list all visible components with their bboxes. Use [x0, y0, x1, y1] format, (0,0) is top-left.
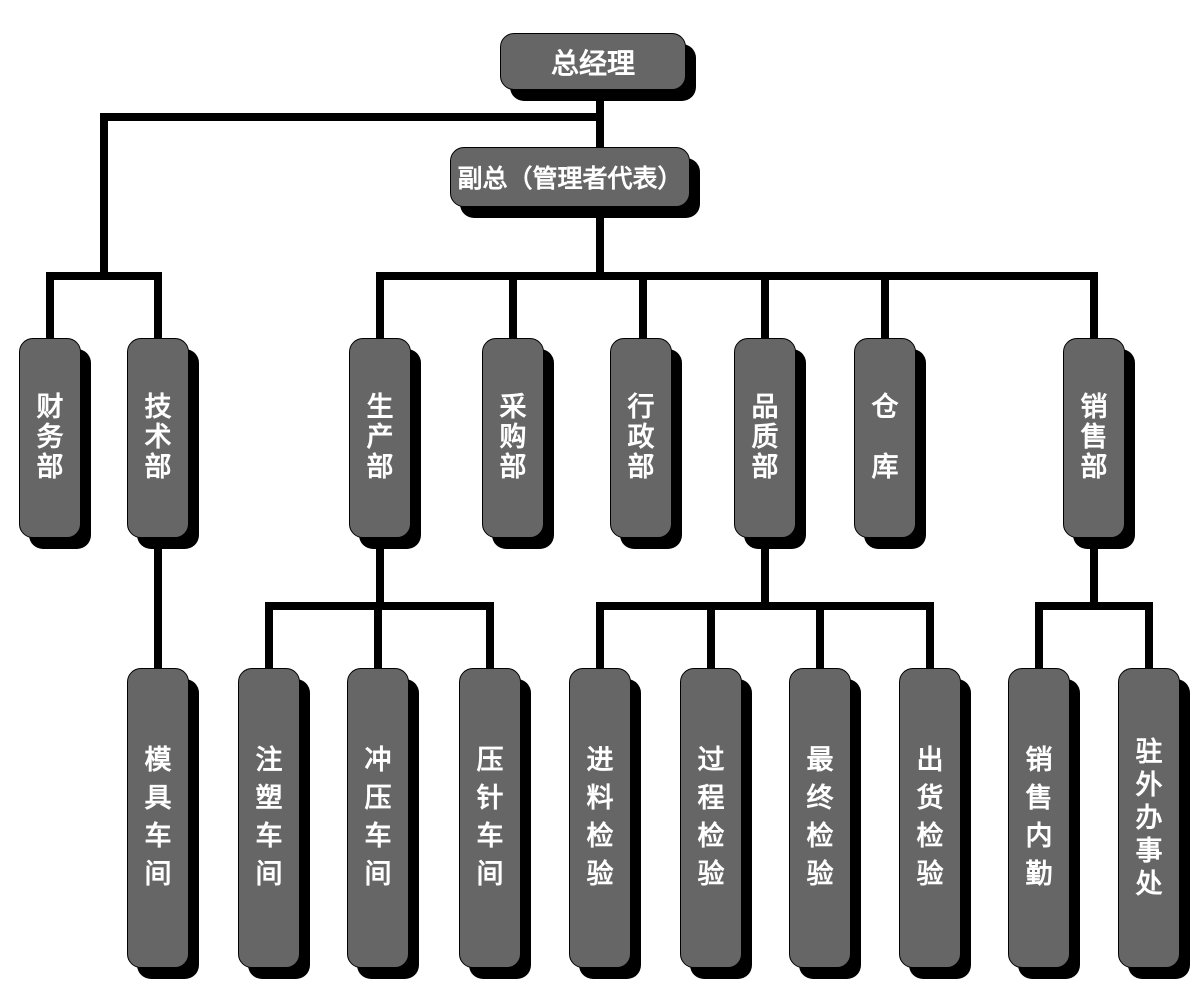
connector-purchasing-drop: [509, 272, 517, 338]
connector-quality-children-horizontal: [596, 602, 934, 610]
connector-finance-tech-split-horizontal: [46, 272, 162, 280]
connector-warehouse-drop: [881, 272, 889, 338]
org-node-mold-workshop: 模具车间: [127, 668, 189, 968]
org-node-injection-workshop: 注塑车间: [238, 668, 300, 968]
org-node-label-warehouse: 仓库: [871, 392, 899, 483]
org-node-label-outgoing-inspection: 出货检验: [916, 745, 944, 890]
org-node-label-process-inspection: 过程检验: [697, 745, 725, 890]
connector-outgoing-drop: [926, 602, 934, 668]
org-node-label-vp: 副总（管理者代表）: [457, 164, 683, 193]
connector-quality-drop: [761, 272, 769, 338]
connector-injection-drop: [265, 602, 273, 668]
org-node-purchasing: 采购部: [482, 338, 544, 538]
org-node-label-sales: 销售部: [1080, 392, 1108, 483]
org-node-label-mold-workshop: 模具车间: [144, 745, 172, 890]
connector-branch-offices-drop: [1145, 602, 1153, 668]
connector-stamping-drop: [374, 602, 382, 668]
connector-sales-drop: [1090, 272, 1098, 338]
connector-left-branch-vertical: [100, 113, 108, 280]
org-node-sales: 销售部: [1063, 338, 1125, 538]
connector-production-stem: [376, 538, 384, 610]
org-node-label-incoming-inspection: 进料检验: [586, 745, 614, 890]
connector-final-drop: [816, 602, 824, 668]
org-node-tech: 技术部: [127, 338, 189, 538]
connector-sales-stem: [1090, 538, 1098, 610]
org-node-admin: 行政部: [610, 338, 672, 538]
org-node-label-quality: 品质部: [751, 392, 779, 483]
org-node-label-branch-offices: 驻外办事处: [1135, 736, 1163, 900]
connector-ceo-left-branch-horizontal: [100, 113, 604, 121]
connector-quality-stem: [761, 538, 769, 610]
connector-pin-press-drop: [486, 602, 494, 668]
org-node-stamping-workshop: 冲压车间: [347, 668, 409, 968]
org-node-vp: 副总（管理者代表）: [450, 147, 690, 207]
connector-tech-mold-vertical: [154, 538, 162, 668]
org-node-label-pin-press-workshop: 压针车间: [476, 745, 504, 890]
org-node-warehouse: 仓库: [854, 338, 916, 538]
org-node-label-final-inspection: 最终检验: [806, 745, 834, 890]
org-node-ceo: 总经理: [500, 33, 686, 90]
org-node-production: 生产部: [349, 338, 411, 538]
org-node-finance: 财务部: [19, 338, 81, 538]
org-node-process-inspection: 过程检验: [680, 668, 742, 968]
org-node-label-production: 生产部: [366, 392, 394, 483]
org-node-label-tech: 技术部: [144, 392, 172, 483]
connector-vp-children-horizontal: [376, 272, 1098, 280]
org-node-final-inspection: 最终检验: [789, 668, 851, 968]
org-node-label-purchasing: 采购部: [499, 392, 527, 483]
connector-incoming-drop: [596, 602, 604, 668]
org-node-outgoing-inspection: 出货检验: [899, 668, 961, 968]
org-node-label-admin: 行政部: [627, 392, 655, 483]
connector-sales-internal-drop: [1035, 602, 1043, 668]
org-node-quality: 品质部: [734, 338, 796, 538]
org-node-incoming-inspection: 进料检验: [569, 668, 631, 968]
org-node-label-ceo: 总经理: [550, 46, 635, 80]
org-node-label-injection-workshop: 注塑车间: [255, 745, 283, 890]
org-node-label-sales-internal: 销售内勤: [1025, 745, 1053, 890]
connector-sales-children-horizontal: [1035, 602, 1153, 610]
org-node-pin-press-workshop: 压针车间: [459, 668, 521, 968]
connector-vp-stem: [596, 207, 604, 280]
connector-tech-drop: [154, 272, 162, 338]
connector-finance-drop: [46, 272, 54, 338]
connector-production-drop: [376, 272, 384, 338]
org-node-branch-offices: 驻外办事处: [1118, 668, 1180, 968]
connector-admin-drop: [639, 272, 647, 338]
org-node-sales-internal: 销售内勤: [1008, 668, 1070, 968]
org-node-label-stamping-workshop: 冲压车间: [364, 745, 392, 890]
org-node-label-finance: 财务部: [36, 392, 64, 483]
connector-process-drop: [707, 602, 715, 668]
